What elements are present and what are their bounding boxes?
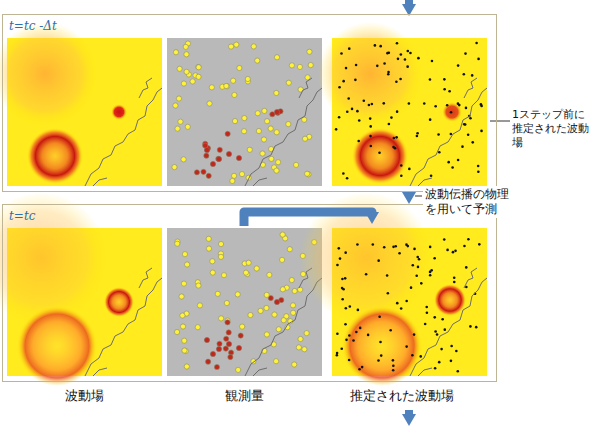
- flow-arrow: [405, 0, 413, 6]
- panel-caption: 推定された波動場: [350, 388, 454, 404]
- wave-field-map: [0, 192, 162, 386]
- time-step-panel: t=tc -Δt: [2, 14, 497, 192]
- time-label: t=tc -Δt: [9, 19, 57, 33]
- observation-map: [167, 38, 322, 186]
- callout-label: 1ステップ前に推定された波動場: [512, 108, 592, 149]
- time-step-panel: t=tc: [2, 204, 497, 382]
- edge-label: 波動伝播の物理を用いて予測: [423, 186, 513, 218]
- estimated-wave-field-map: [300, 192, 487, 386]
- wave-field-map: [0, 22, 162, 186]
- estimated-wave-field-map: [318, 22, 487, 186]
- leader-line: [415, 196, 422, 197]
- panel-caption: 波動場: [65, 388, 104, 404]
- time-label: t=tc: [9, 209, 35, 223]
- observation-map: [167, 228, 322, 376]
- prediction-arrow: [405, 192, 413, 194]
- flow-arrow: [405, 410, 413, 416]
- leader-line: [490, 121, 510, 122]
- assimilation-arrow: [244, 212, 372, 226]
- panel-caption: 観測量: [225, 388, 264, 404]
